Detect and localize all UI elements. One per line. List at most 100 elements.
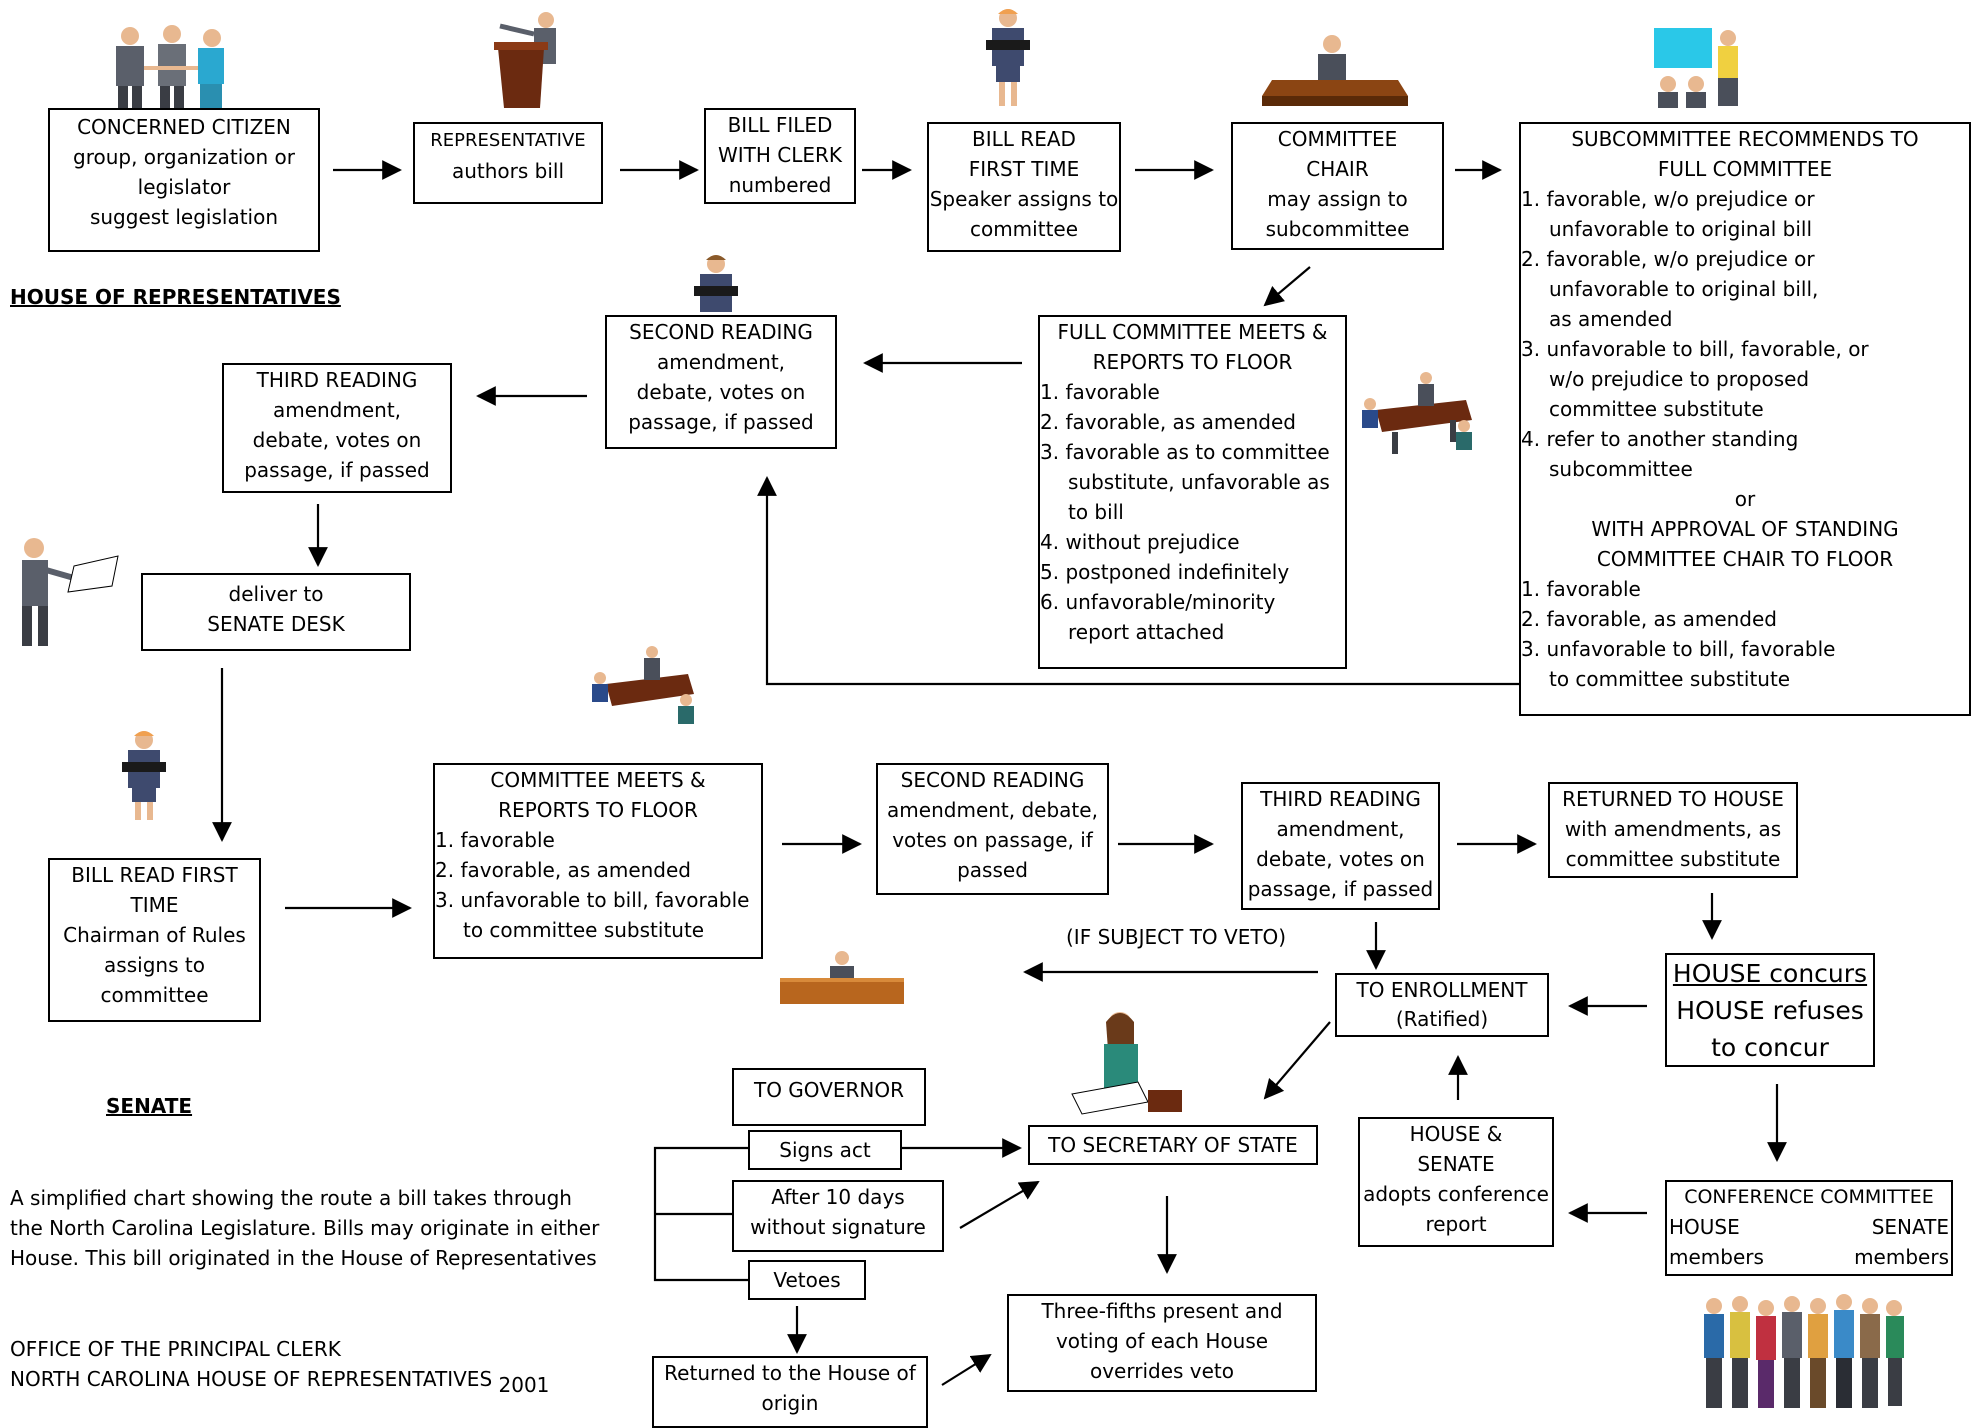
box-text: COMMITTEE CHAIR TO FLOOR: [1596, 547, 1894, 571]
bill-filed-box: BILL FILED WITH CLERK numbered: [704, 108, 856, 204]
senate-desk-box: deliver to SENATE DESK: [141, 573, 411, 651]
concerned-citizen-box: CONCERNED CITIZEN group, organization or…: [48, 108, 320, 252]
podium-speaker-icon: [494, 12, 556, 108]
box-text: votes on passage, if: [892, 828, 1093, 852]
senate-second-reading-box: SECOND READING amendment, debate, votes …: [876, 763, 1109, 895]
list-item: 2. favorable, as amended: [1521, 607, 1778, 631]
box-text: amendment, debate,: [887, 798, 1098, 822]
enrollment-box: TO ENROLLMENT (Ratified): [1335, 973, 1549, 1037]
box-text: FULL COMMITTEE: [1657, 157, 1833, 181]
list-item: as amended: [1549, 307, 1673, 331]
veto-label: (IF SUBJECT TO VETO): [1066, 925, 1287, 949]
box-text: TO GOVERNOR: [753, 1078, 905, 1102]
list-item: 1. favorable: [435, 828, 555, 852]
box-text: may assign to: [1267, 187, 1408, 211]
box-text: passage, if passed: [1247, 877, 1434, 901]
box-text: WITH CLERK: [717, 143, 843, 167]
box-text: legislator: [137, 175, 231, 199]
box-text: assigns to: [104, 953, 205, 977]
box-text: HOUSE concurs: [1672, 959, 1868, 988]
returned-to-house-box: RETURNED TO HOUSE with amendments, as co…: [1548, 782, 1798, 878]
list-item: 2. favorable, as amended: [435, 858, 692, 882]
box-text: HOUSE: [1669, 1215, 1740, 1239]
description-note: A simplified chart showing the route a b…: [10, 1183, 599, 1273]
chairman-desk-icon: [1262, 35, 1408, 106]
meeting-table-icon: [592, 646, 694, 724]
list-item: to bill: [1068, 500, 1124, 524]
box-text: committee substitute: [1565, 847, 1781, 871]
clerk-woman-icon: [986, 9, 1030, 106]
list-item: to committee substitute: [1549, 667, 1791, 691]
box-text: subcommittee: [1265, 217, 1410, 241]
box-text: without signature: [750, 1215, 926, 1239]
list-item: w/o prejudice to proposed: [1549, 367, 1810, 391]
box-text: SENATE: [1871, 1215, 1949, 1239]
box-text: CONCERNED CITIZEN: [77, 115, 291, 139]
vetoes-box: Vetoes: [748, 1260, 866, 1300]
meeting-table-icon: [1362, 372, 1472, 454]
list-item: 1. favorable, w/o prejudice or: [1521, 187, 1815, 211]
box-text: HOUSE refuses: [1676, 996, 1864, 1025]
note-text: OFFICE OF THE PRINCIPAL CLERK: [10, 1337, 341, 1361]
handshake-people-icon: [116, 25, 224, 108]
box-text: debate, votes on: [1256, 847, 1425, 871]
note-text: A simplified chart showing the route a b…: [10, 1186, 572, 1210]
representative-box: REPRESENTATIVE authors bill: [413, 122, 603, 204]
box-text: with amendments, as: [1564, 817, 1782, 841]
list-item: 3. favorable as to committee: [1040, 440, 1330, 464]
box-text: members: [1854, 1245, 1949, 1269]
list-item: substitute, unfavorable as: [1068, 470, 1330, 494]
box-text: report: [1425, 1212, 1487, 1236]
list-item: report attached: [1068, 620, 1225, 644]
bill-read-first-box: BILL READ FIRST TIME Speaker assigns to …: [927, 122, 1121, 252]
box-text: Chairman of Rules: [63, 923, 246, 947]
list-item: 3. unfavorable to bill, favorable, or: [1521, 337, 1869, 361]
secretary-of-state-box: TO SECRETARY OF STATE: [1028, 1125, 1318, 1165]
box-text: TO ENROLLMENT: [1356, 978, 1528, 1002]
signs-act-box: Signs act: [748, 1130, 902, 1170]
year-label: 2001: [498, 1373, 550, 1397]
box-text: passage, if passed: [244, 458, 430, 482]
courier-man-icon: [22, 538, 119, 646]
box-text: CONFERENCE COMMITTEE: [1684, 1186, 1934, 1208]
clerk-woman-icon: [122, 731, 166, 820]
box-text: authors bill: [451, 159, 565, 183]
box-text: SECOND READING: [629, 320, 813, 344]
house-concurs-box: HOUSE concurs HOUSE refuses to concur: [1665, 953, 1875, 1067]
note-text: NORTH CAROLINA HOUSE OF REPRESENTATIVES: [10, 1367, 493, 1391]
conference-committee-box: CONFERENCE COMMITTEE HOUSE SENATE member…: [1665, 1180, 1953, 1276]
override-veto-box: Three-fifths present and voting of each …: [1007, 1294, 1317, 1392]
people-group-icon: [1704, 1294, 1904, 1408]
box-text: members: [1669, 1245, 1764, 1269]
box-text: Three-fifths present and: [1041, 1299, 1283, 1323]
box-text: THIRD READING: [256, 368, 418, 392]
box-text: After 10 days: [771, 1185, 905, 1209]
box-text: REPORTS TO FLOOR: [1092, 350, 1293, 374]
box-text: passage, if passed: [628, 410, 814, 434]
governor-desk-icon: [780, 951, 904, 1004]
house-third-reading-box: THIRD READING amendment, debate, votes o…: [222, 363, 452, 493]
returned-to-origin-box: Returned to the House of origin: [652, 1356, 928, 1428]
box-text: TO SECRETARY OF STATE: [1048, 1133, 1298, 1157]
box-text: BILL READ: [972, 127, 1076, 151]
clerk-woman-icon: [694, 255, 738, 312]
list-item: unfavorable to original bill: [1549, 217, 1813, 241]
box-text: FIRST TIME: [968, 157, 1080, 181]
list-item: 3. unfavorable to bill, favorable: [435, 888, 750, 912]
box-text: RETURNED TO HOUSE: [1562, 787, 1784, 811]
box-text: Speaker assigns to: [929, 187, 1119, 211]
list-item: 4. refer to another standing: [1521, 427, 1799, 451]
senate-third-reading-box: THIRD READING amendment, debate, votes o…: [1241, 782, 1440, 910]
box-text: BILL FILED: [727, 113, 833, 137]
list-item: subcommittee: [1549, 457, 1693, 481]
box-text: SENATE DESK: [207, 612, 345, 636]
list-item: 1. favorable: [1040, 380, 1160, 404]
box-text: debate, votes on: [636, 380, 806, 404]
box-text: Returned to the House of: [664, 1361, 916, 1385]
list-item: 6. unfavorable/minority: [1040, 590, 1276, 614]
box-text: (Ratified): [1395, 1007, 1489, 1031]
box-text: SECOND READING: [900, 768, 1085, 792]
list-item: 2. favorable, w/o prejudice or: [1521, 247, 1815, 271]
committee-chair-box: COMMITTEE CHAIR may assign to subcommitt…: [1231, 122, 1444, 250]
box-text: REPRESENTATIVE: [430, 130, 586, 151]
